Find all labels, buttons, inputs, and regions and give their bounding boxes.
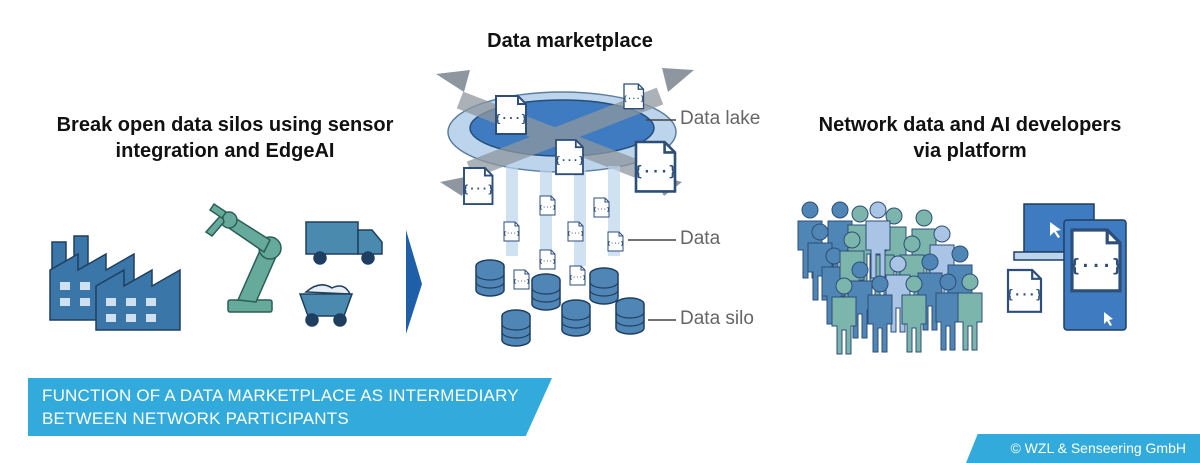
caption-banner: FUNCTION OF A DATA MARKETPLACE AS INTERM…	[28, 378, 552, 436]
caption-text: FUNCTION OF A DATA MARKETPLACE AS INTERM…	[42, 386, 519, 428]
copyright-badge: © WZL & Senseering GmbH	[966, 434, 1200, 463]
title-break-open-silos: Break open data silos using sensor integ…	[56, 114, 394, 162]
title-network-developers: Network data and AI developers via platf…	[818, 114, 1122, 162]
mine-cart-icon	[298, 284, 354, 327]
data-silo-icon	[475, 259, 645, 347]
label-data-lake: Data lake	[680, 108, 761, 129]
label-data-silo: Data silo	[680, 308, 754, 329]
label-data: Data	[680, 228, 721, 249]
factory-icon	[49, 235, 181, 331]
data-file-icon	[1005, 268, 1044, 313]
title-data-marketplace: Data marketplace	[487, 30, 653, 52]
tablet-icon	[1063, 219, 1127, 331]
chevron-right-icon	[406, 230, 422, 334]
robot-arm-icon	[204, 202, 282, 313]
people-icon	[797, 201, 983, 355]
leader-lines	[628, 119, 676, 321]
copyright-text: © WZL & Senseering GmbH	[1010, 440, 1186, 456]
truck-icon	[305, 221, 383, 265]
